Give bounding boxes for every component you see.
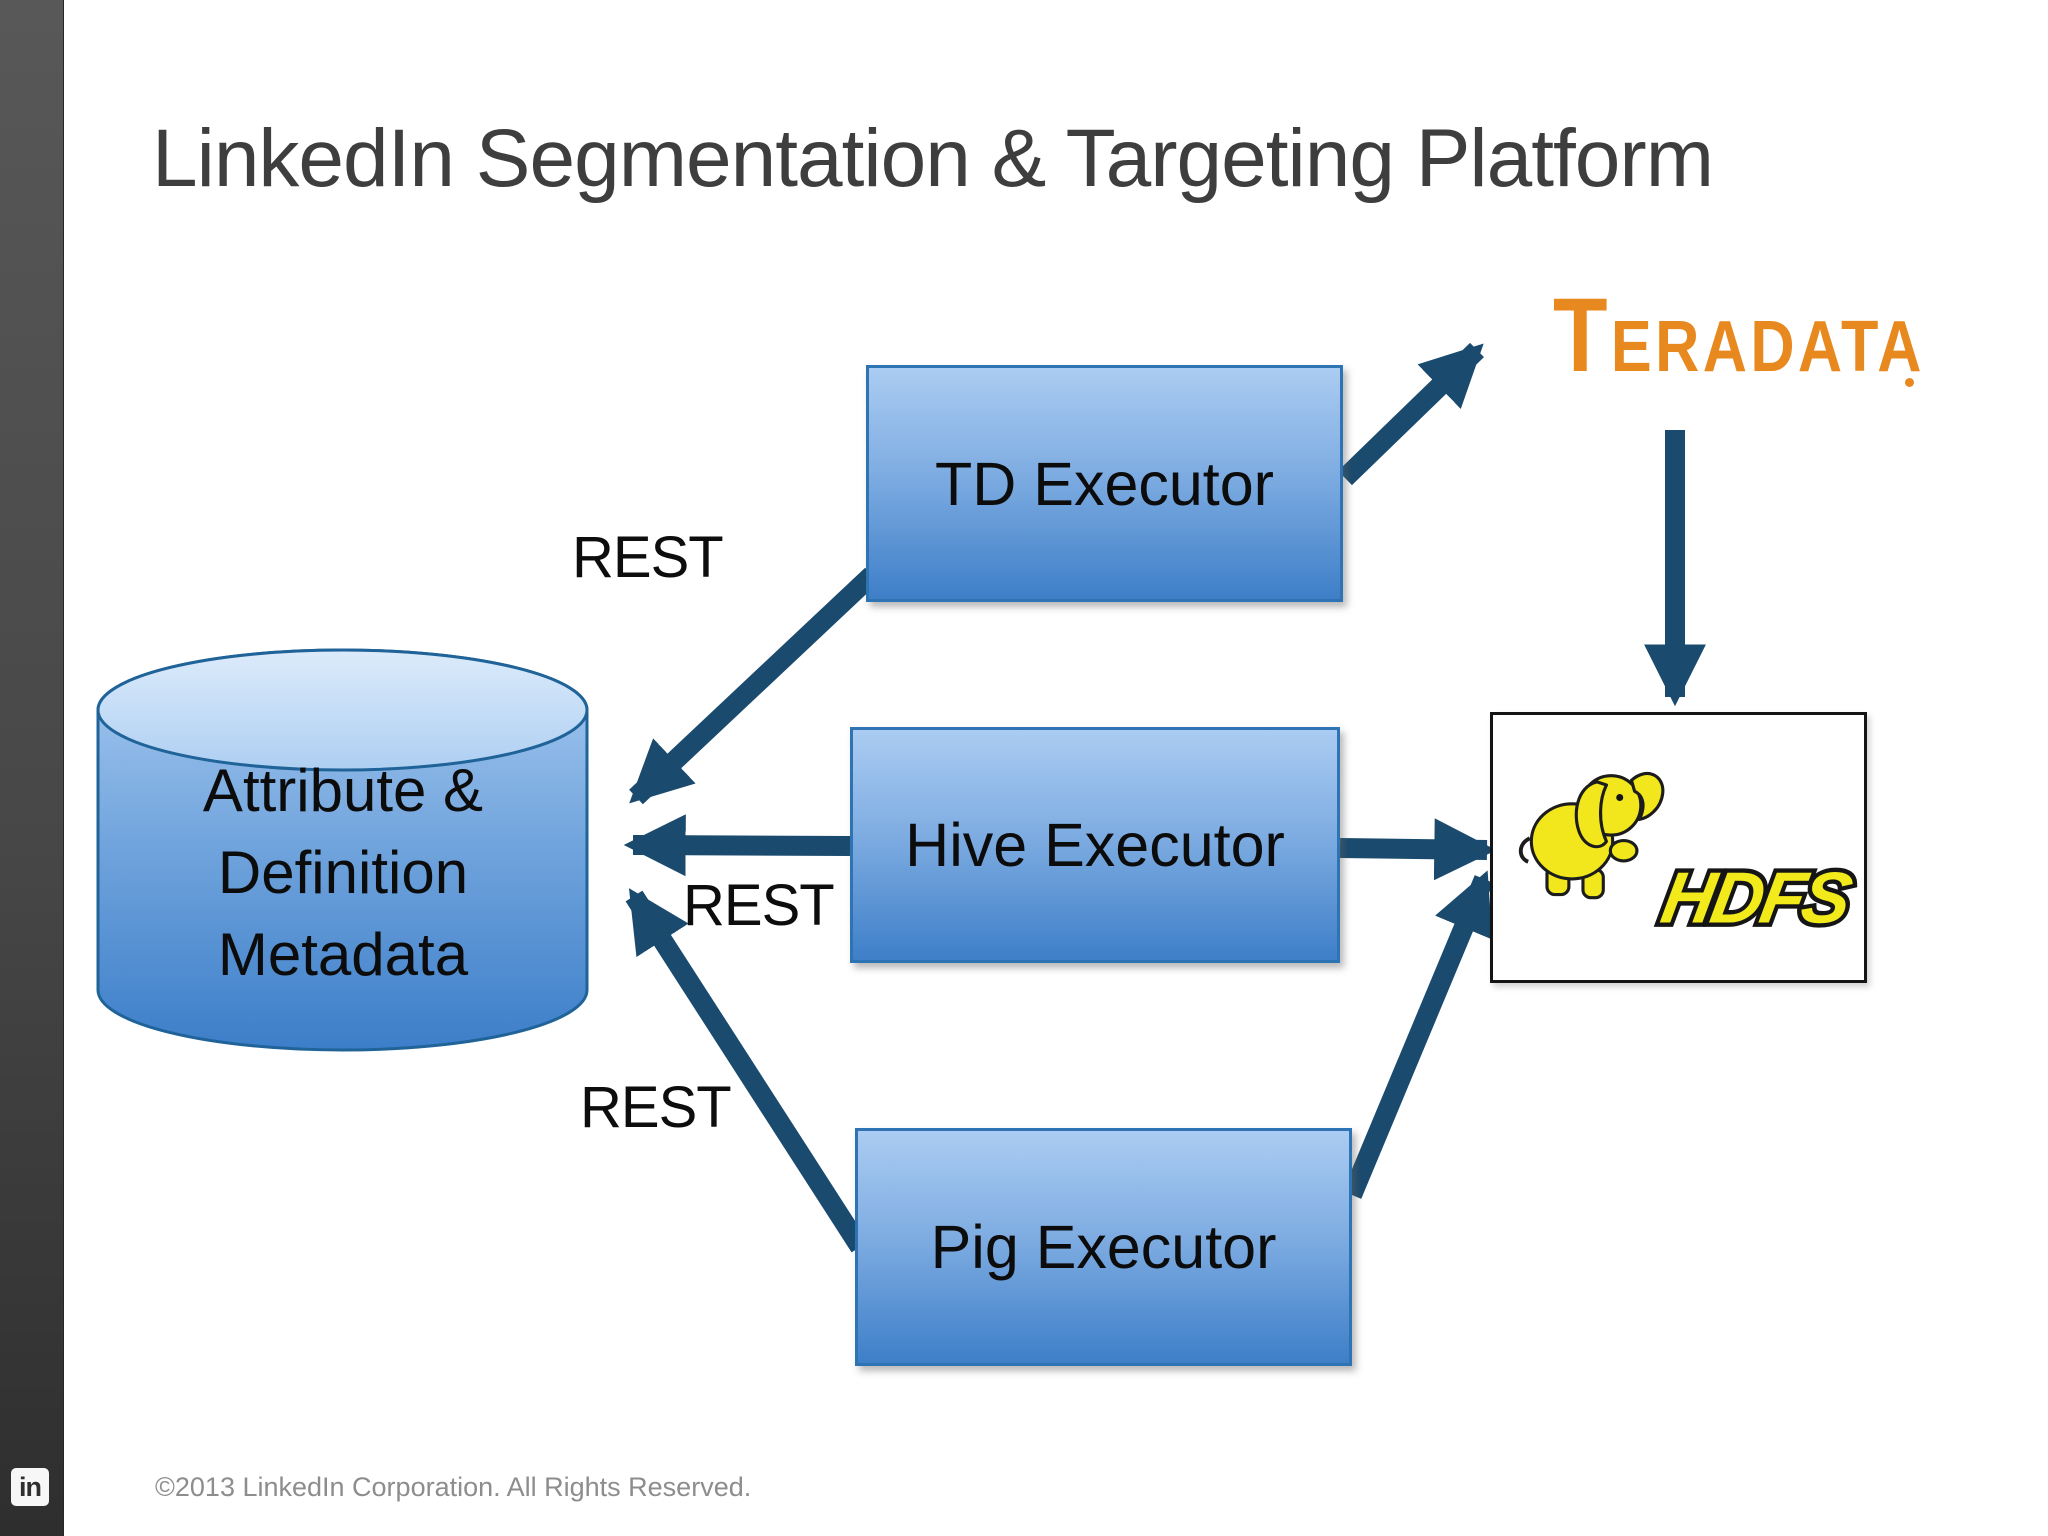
metadata-label-line3: Metadata (217, 921, 469, 988)
hive-executor-box: Hive Executor (850, 727, 1340, 963)
pig-executor-box: Pig Executor (855, 1128, 1352, 1366)
pig-executor-label: Pig Executor (930, 1213, 1277, 1281)
arrow-td-to-metadata (629, 567, 879, 805)
teradata-logo: TERADATA (1553, 277, 1925, 394)
hdfs-box: HDFS (1490, 712, 1867, 983)
metadata-cylinder-label: Attribute & Definition Metadata (118, 750, 568, 996)
footer-copyright: ©2013 LinkedIn Corporation. All Rights R… (155, 1472, 752, 1502)
hadoop-elephant-icon (1518, 771, 1665, 900)
td-executor-label: TD Executor (935, 449, 1274, 518)
left-brand-strip (0, 0, 64, 1536)
arrow-hive-to-metadata (623, 814, 851, 877)
arrow-hive-to-hdfs (1339, 818, 1497, 881)
arrow-td-to-teradata (1338, 342, 1484, 486)
arrow-pig-to-hdfs (1342, 870, 1494, 1199)
rest-label-pig: REST (580, 1075, 732, 1140)
arrow-pig-to-metadata (625, 888, 869, 1253)
hdfs-logo: HDFS (1518, 771, 1862, 943)
td-executor-box: TD Executor (866, 365, 1343, 602)
hdfs-logo-text: HDFS (1656, 858, 1858, 938)
metadata-label-line1: Attribute & (202, 757, 484, 824)
teradata-registered-dot (1905, 378, 1914, 387)
hive-executor-label: Hive Executor (905, 811, 1285, 879)
rest-label-hive: REST (683, 873, 835, 938)
metadata-label-line2: Definition (217, 839, 469, 906)
metadata-cylinder (96, 648, 589, 1052)
page-title: LinkedIn Segmentation & Targeting Platfo… (152, 113, 1714, 204)
linkedin-logo-icon: in (11, 1468, 49, 1506)
rest-label-td: REST (572, 525, 724, 590)
